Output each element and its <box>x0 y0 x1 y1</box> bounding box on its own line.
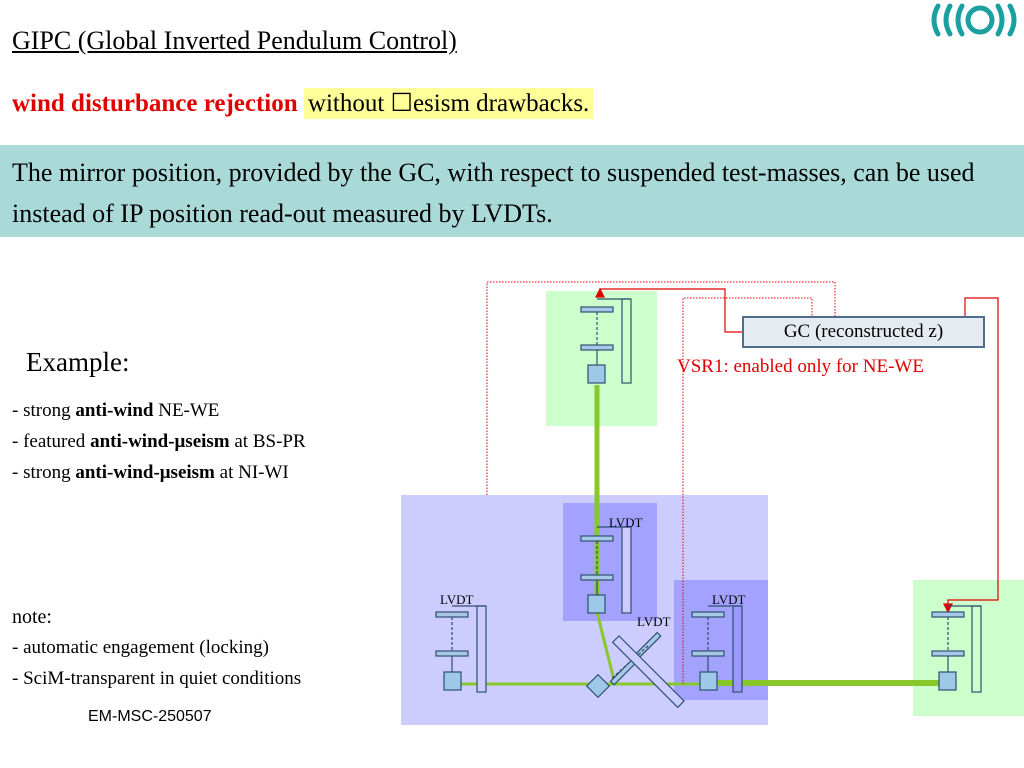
note-heading: note: <box>12 606 52 628</box>
subtitle: wind disturbance rejection without ☐esis… <box>12 88 594 119</box>
lvdt-label-left: LVDT <box>440 592 474 607</box>
beam-splitter <box>585 631 685 709</box>
note-item-1: - automatic engagement (locking) <box>12 637 269 658</box>
banner-text: The mirror position, provided by the GC,… <box>12 158 975 228</box>
virgo-logo-icon <box>931 3 1017 37</box>
subtitle-red: wind disturbance rejection <box>12 90 298 117</box>
lvdt-label-right: LVDT <box>712 592 746 607</box>
lvdt-label-center: LVDT <box>609 515 643 530</box>
lvdt-label-splitter: LVDT <box>637 614 671 629</box>
feedback-dotted-lines <box>486 281 836 684</box>
suspension-center <box>580 526 632 614</box>
zone-far-right-green <box>913 580 1024 716</box>
suspension-left <box>435 605 487 693</box>
example-item-3: - strong anti-wind-μseism at NI-WI <box>12 462 289 483</box>
vsr1-label: VSR1: enabled only for NE-WE <box>677 356 924 377</box>
example-item-1: - strong anti-wind NE-WE <box>12 400 220 421</box>
suspension-far-right <box>931 605 982 693</box>
zone-inner-top <box>563 503 657 621</box>
subtitle-highlight: without ☐esism drawbacks. <box>303 88 594 119</box>
beam-splitter-link <box>595 611 617 685</box>
suspension-right <box>691 605 743 693</box>
page-title: GIPC (Global Inverted Pendulum Control) <box>12 26 457 55</box>
suspension-top <box>580 298 632 384</box>
gc-reconstructed-z-box: GC (reconstructed z) <box>742 316 985 348</box>
banner <box>0 145 1024 237</box>
footer-code: EM-MSC-250507 <box>88 708 212 725</box>
note-item-2: - SciM-transparent in quiet conditions <box>12 668 302 689</box>
example-heading: Example: <box>26 347 130 377</box>
example-item-2: - featured anti-wind-μseism at BS-PR <box>12 431 306 452</box>
zone-top-green <box>546 291 657 426</box>
